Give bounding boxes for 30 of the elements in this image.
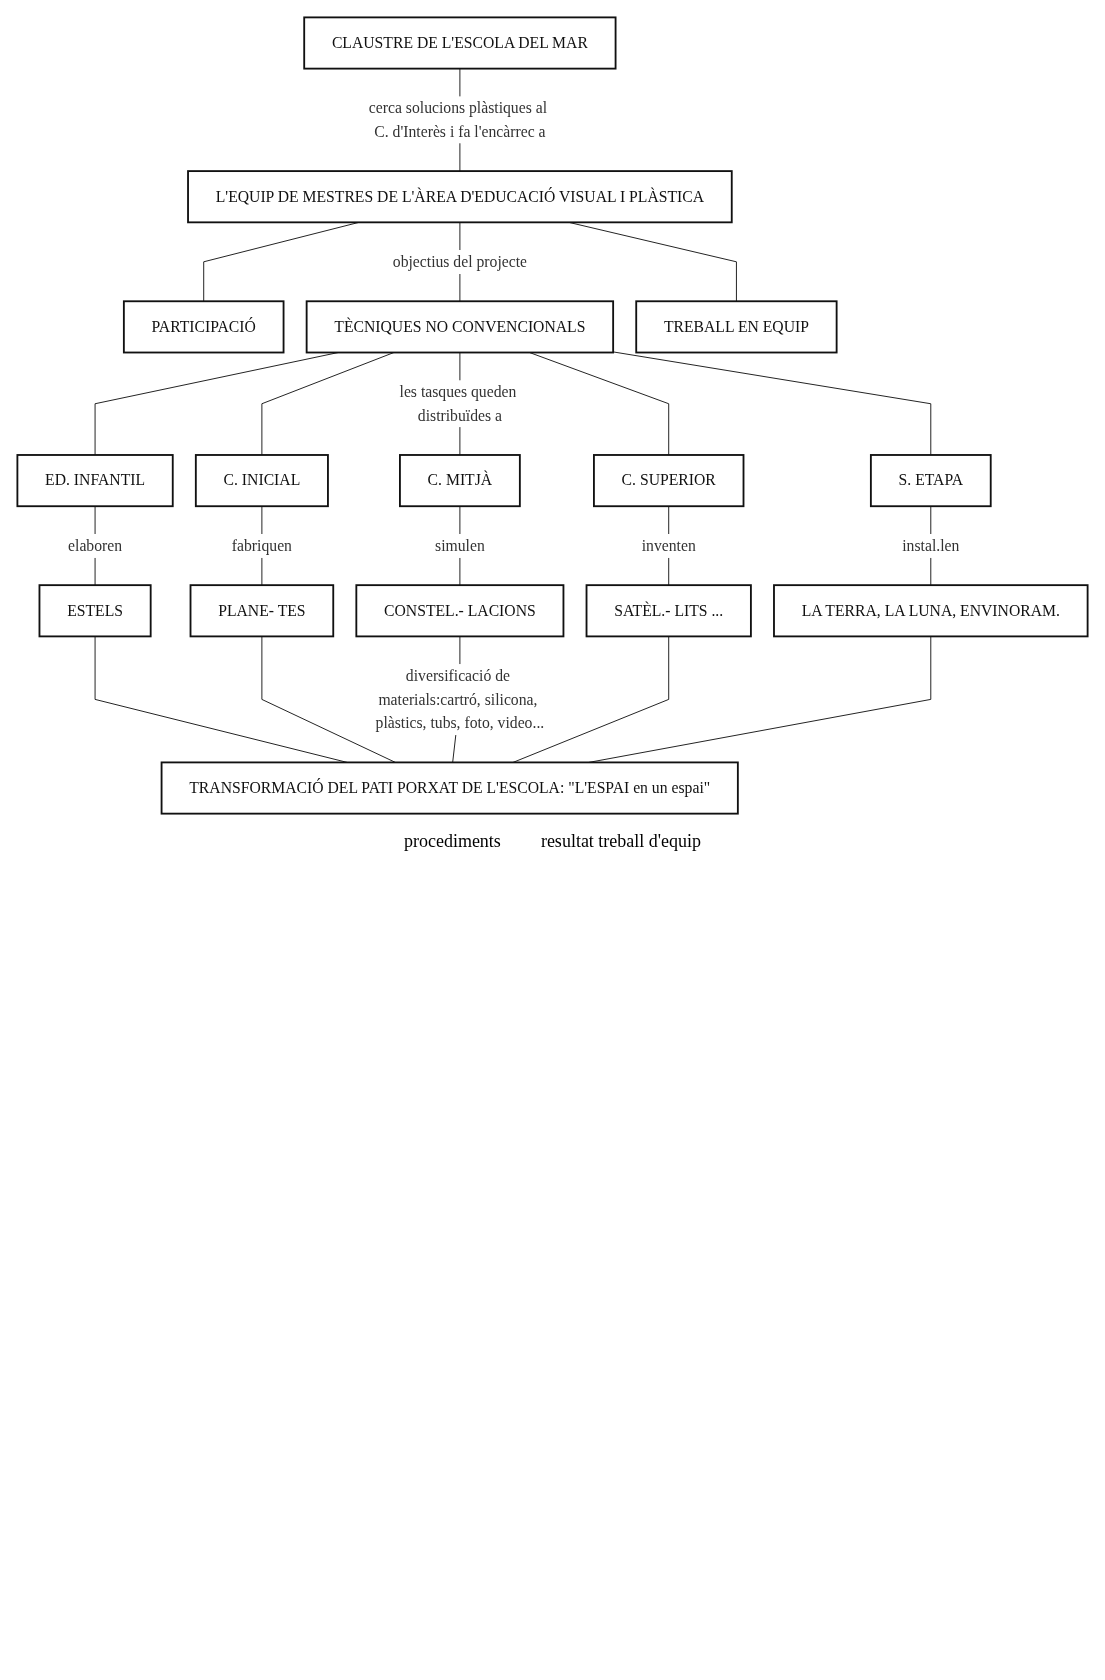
note-text: resultat treball d'equip bbox=[540, 831, 702, 853]
connector bbox=[261, 635, 396, 763]
edge-label: instal.len bbox=[902, 536, 960, 555]
connector bbox=[612, 351, 932, 456]
node-box: ESTELS bbox=[38, 584, 152, 638]
node-box: TREBALL EN EQUIP bbox=[635, 300, 838, 354]
node-box: L'EQUIP DE MESTRES DE L'ÀREA D'EDUCACIÓ VISUAL I PLÀSTICA bbox=[187, 170, 733, 224]
edge-label: les tasques queden distribuïdes a bbox=[399, 382, 517, 425]
node-box: C. SUPERIOR bbox=[593, 454, 745, 508]
edge-label: objectius del projecte bbox=[392, 252, 527, 271]
edge-label: fabriquen bbox=[231, 536, 292, 555]
connector bbox=[529, 352, 670, 456]
edge-label: elaboren bbox=[68, 536, 123, 555]
edge-label: inventen bbox=[641, 536, 696, 555]
node-box: LA TERRA, LA LUNA, ENVINORAM. bbox=[773, 584, 1089, 638]
node-box: TÈCNIQUES NO CONVENCIONALS bbox=[305, 300, 615, 354]
edge-label: cerca solucions plàstiques al C. d'Interès i fa l'encàrrec a bbox=[368, 99, 548, 141]
edge-label: simulen bbox=[435, 536, 485, 555]
edge-label: diversificació de materials:cartró, silicona, plàstics, tubs, foto, video... bbox=[375, 666, 545, 732]
node-box: PLANE- TES bbox=[189, 584, 335, 638]
node-box: S. ETAPA bbox=[869, 454, 992, 508]
node-box: TRANSFORMACIÓ DEL PATI PORXAT DE L'ESCOLA: "L'ESPAI en un espai" bbox=[160, 761, 739, 815]
node-box: CLAUSTRE DE L'ESCOLA DEL MAR bbox=[303, 16, 617, 70]
node-box: SATÈL.- LITS ... bbox=[585, 584, 752, 638]
node-box: PARTICIPACIÓ bbox=[122, 300, 285, 354]
node-box: C. INICIAL bbox=[194, 454, 329, 508]
node-box: CONSTEL.- LACIONS bbox=[355, 584, 565, 638]
note-text: procediments bbox=[403, 831, 501, 853]
node-box: C. MITJÀ bbox=[399, 454, 521, 508]
node-box: ED. INFANTIL bbox=[16, 454, 174, 508]
